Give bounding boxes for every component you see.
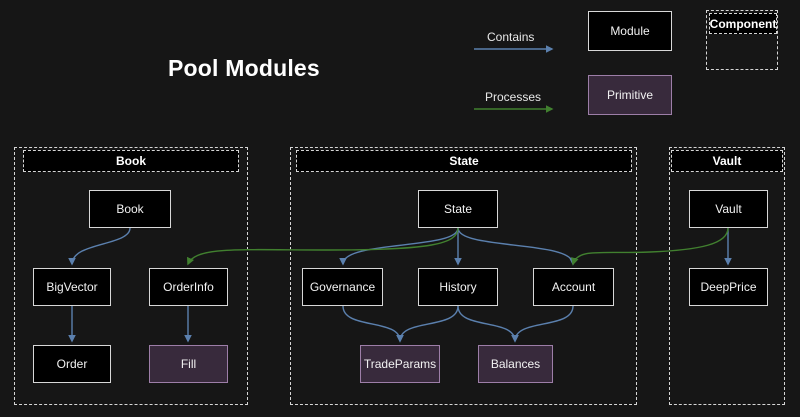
group-state-header: State	[296, 150, 632, 172]
node-order[interactable]: Order	[33, 345, 111, 383]
node-order-label: Order	[56, 357, 88, 371]
node-state-label: State	[443, 202, 473, 216]
node-book[interactable]: Book	[89, 190, 171, 228]
group-vault	[669, 147, 785, 405]
legend-label-processes: Processes	[485, 90, 542, 104]
node-fill-label: Fill	[180, 357, 197, 371]
node-tradeparams-label: TradeParams	[363, 357, 437, 371]
group-book-label: Book	[116, 154, 146, 168]
node-balances-label: Balances	[490, 357, 541, 371]
node-orderinfo-label: OrderInfo	[163, 280, 214, 294]
node-tradeparams[interactable]: TradeParams	[360, 345, 440, 383]
node-governance[interactable]: Governance	[302, 268, 383, 306]
node-deepprice-label: DeepPrice	[700, 280, 757, 294]
legend-component-container	[706, 10, 778, 70]
legend-label-contains: Contains	[487, 30, 535, 44]
node-governance-label: Governance	[309, 280, 376, 294]
node-history-label: History	[439, 280, 477, 294]
node-balances[interactable]: Balances	[478, 345, 553, 383]
legend-node-primitive: Primitive	[588, 75, 672, 115]
node-history[interactable]: History	[418, 268, 498, 306]
legend-component-header: Component	[709, 13, 777, 34]
group-book	[14, 147, 248, 405]
group-vault-header: Vault	[671, 150, 783, 172]
node-vault-label: Vault	[715, 202, 742, 216]
node-orderinfo[interactable]: OrderInfo	[149, 268, 228, 306]
node-bigvector-label: BigVector	[46, 280, 98, 294]
node-account[interactable]: Account	[533, 268, 614, 306]
legend-node-module: Module	[588, 11, 672, 51]
legend-node-module-label: Module	[610, 24, 650, 38]
group-vault-label: Vault	[712, 154, 742, 168]
group-state-label: State	[449, 154, 479, 168]
node-account-label: Account	[551, 280, 596, 294]
node-state[interactable]: State	[418, 190, 498, 228]
legend-component-label: Component	[709, 16, 777, 31]
node-bigvector[interactable]: BigVector	[33, 268, 111, 306]
group-state	[290, 147, 637, 405]
node-book-label: Book	[116, 202, 144, 216]
node-deepprice[interactable]: DeepPrice	[689, 268, 768, 306]
node-vault[interactable]: Vault	[689, 190, 768, 228]
group-book-header: Book	[23, 150, 239, 172]
node-fill[interactable]: Fill	[149, 345, 228, 383]
legend-node-primitive-label: Primitive	[606, 88, 653, 102]
page-title: Pool Modules	[168, 55, 320, 81]
